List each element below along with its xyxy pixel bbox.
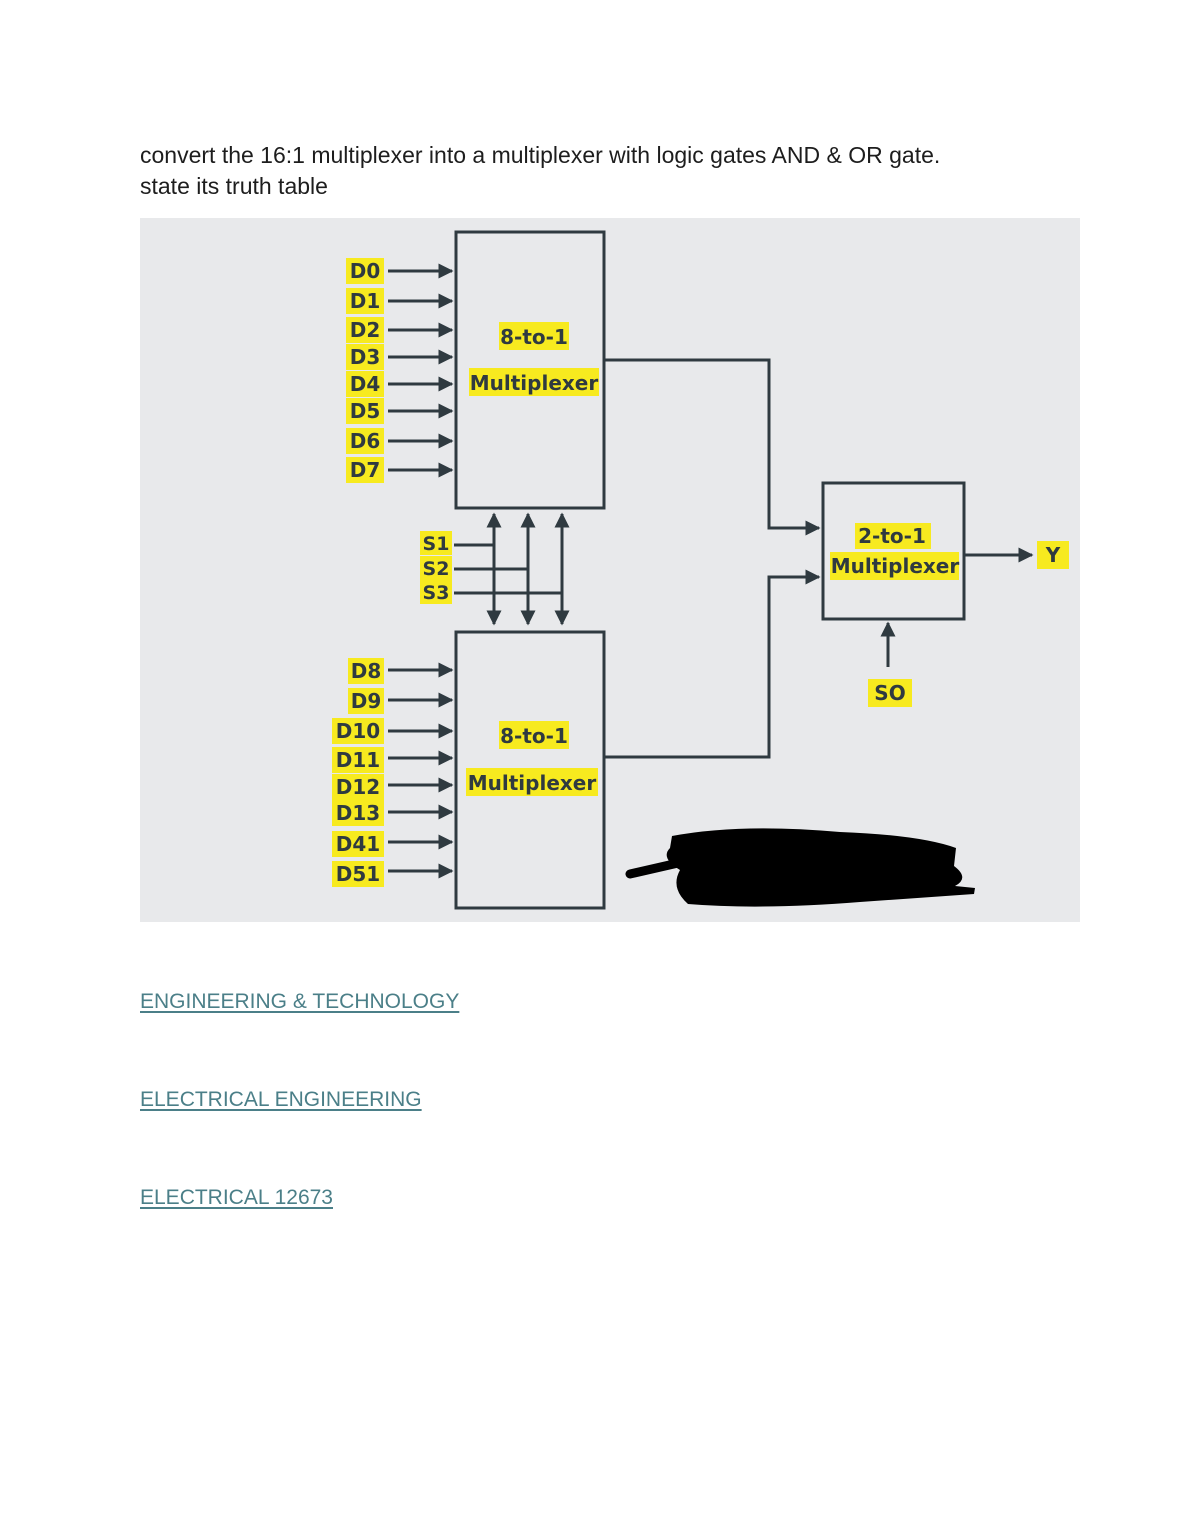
- input-label: D3: [350, 345, 381, 369]
- inputs-top: D0 D1 D2 D3 D4 D5 D6 D7: [346, 258, 454, 483]
- select-label: S2: [423, 558, 450, 580]
- input-label: D9: [351, 689, 382, 713]
- wire-top-to-final: [604, 358, 821, 536]
- input-label: D7: [350, 458, 381, 482]
- mux-bottom-subtitle: Multiplexer: [468, 771, 597, 795]
- input-label: D4: [350, 372, 381, 396]
- mux-final-box: [821, 481, 966, 621]
- redaction-scribble: [625, 828, 975, 907]
- mux-top-title: 8-to-1: [500, 325, 568, 349]
- select-lines: S1 S2 S3: [420, 512, 570, 626]
- select-label: S1: [423, 533, 450, 555]
- mux-bottom-box: [454, 630, 606, 910]
- output-label: Y: [1045, 543, 1061, 567]
- final-select-label: SO: [874, 681, 905, 705]
- tag-engineering-technology[interactable]: ENGINEERING & TECHNOLOGY: [140, 990, 460, 1013]
- wire-bottom-to-final: [604, 569, 821, 759]
- input-label: D13: [336, 801, 380, 825]
- mux-final-subtitle: Multiplexer: [831, 554, 960, 578]
- select-label: S3: [423, 582, 450, 604]
- input-label: D5: [350, 399, 381, 423]
- input-label: D1: [350, 289, 381, 313]
- input-label: D11: [336, 748, 380, 772]
- mux-final-title: 2-to-1: [858, 524, 926, 548]
- question-line-2: state its truth table: [140, 173, 328, 199]
- input-label: D10: [336, 719, 380, 743]
- tag-electrical-12673[interactable]: ELECTRICAL 12673: [140, 1186, 333, 1209]
- question-line-1: convert the 16:1 multiplexer into a mult…: [140, 142, 941, 168]
- input-label: D2: [350, 318, 381, 342]
- input-label: D41: [336, 832, 380, 856]
- input-label: D51: [336, 862, 380, 886]
- input-label: D12: [336, 775, 380, 799]
- tag-electrical-engineering[interactable]: ELECTRICAL ENGINEERING: [140, 1088, 422, 1111]
- input-label: D8: [351, 659, 382, 683]
- multiplexer-diagram: 8-to-1 Multiplexer 8-to-1 Multiplexer 2-…: [140, 218, 1080, 922]
- input-label: D0: [350, 259, 381, 283]
- mux-bottom-title: 8-to-1: [500, 724, 568, 748]
- question-text: convert the 16:1 multiplexer into a mult…: [140, 140, 940, 202]
- mux-top-subtitle: Multiplexer: [470, 371, 599, 395]
- input-label: D6: [350, 429, 381, 453]
- mux-top-box: [454, 230, 606, 510]
- inputs-bottom: D8 D9 D10 D11 D12 D13 D41 D51: [332, 658, 454, 887]
